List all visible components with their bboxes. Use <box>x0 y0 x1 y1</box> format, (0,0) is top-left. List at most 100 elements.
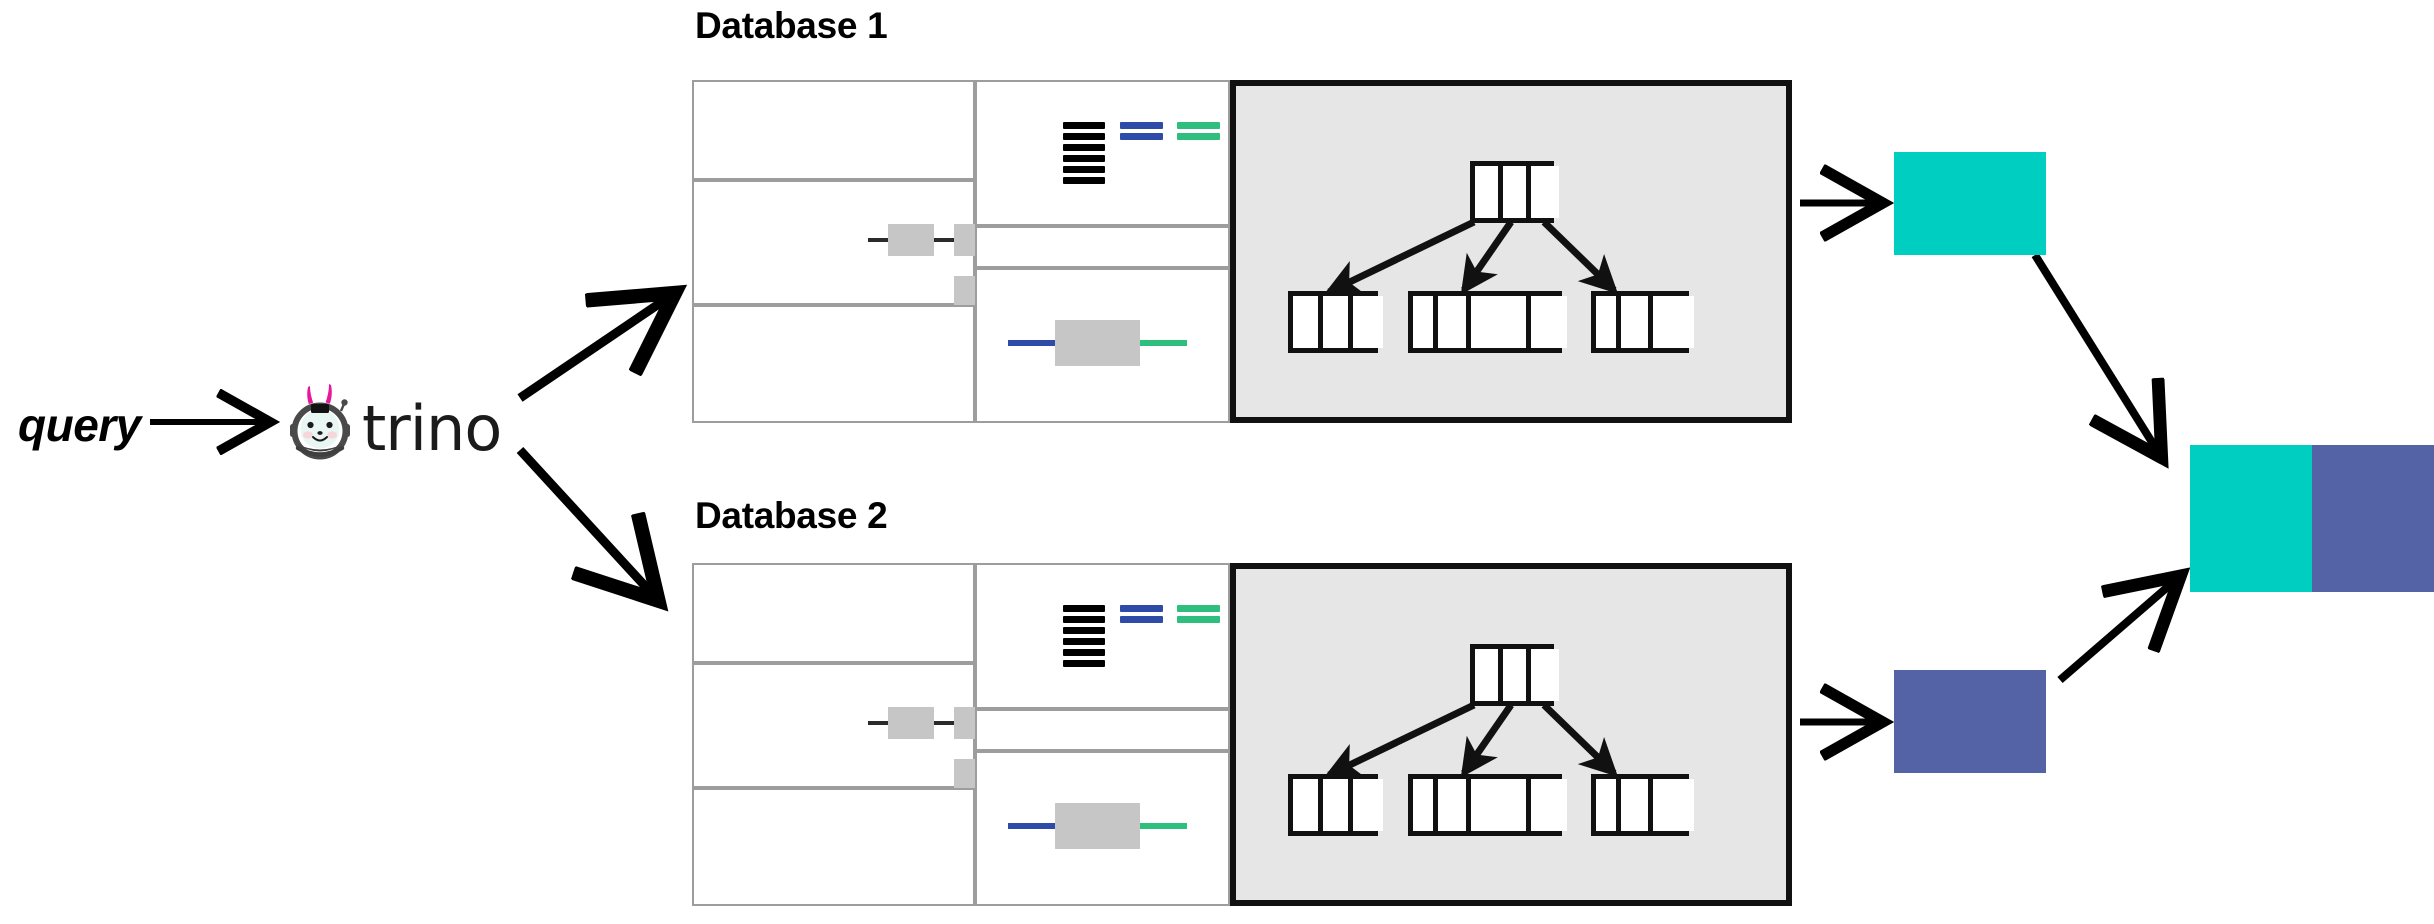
db2-btree-leaf3-cell-2 <box>1621 779 1653 831</box>
db1-btree-leaf2-cell-1 <box>1413 296 1438 348</box>
db1-text-line-black-1 <box>1063 122 1105 129</box>
db1-btree-leaf2-cell-2 <box>1438 296 1471 348</box>
database-1-title: Database 1 <box>695 5 888 46</box>
db2-result-block <box>1894 670 2046 773</box>
db1-btree-leaf3-cell-1 <box>1596 296 1621 348</box>
db1-pipeline-box <box>1055 320 1140 366</box>
db1-text-line-black-2 <box>1063 133 1105 140</box>
db1-btree-leaf2-cell-3 <box>1471 296 1531 348</box>
database-2-panel <box>692 563 1792 908</box>
db1-btree-leaf3-cell-3 <box>1653 296 1694 348</box>
arrow-trino-to-db2 <box>516 446 656 598</box>
arrow-result1-to-final <box>2031 252 2160 455</box>
db1-plan-graph-row <box>692 180 1128 308</box>
db1-result-block <box>1894 152 2046 255</box>
db2-btree-leaf2-cell-1 <box>1413 779 1438 831</box>
db1-btree-leaf3-cell-2 <box>1621 296 1653 348</box>
db1-text-line-blue-2 <box>1120 133 1163 140</box>
combined-result-block <box>2190 445 2434 592</box>
db2-text-line-black-5 <box>1063 649 1105 656</box>
db1-btree-root-cell-1 <box>1475 166 1503 218</box>
combined-result-right-half <box>2312 445 2434 592</box>
db1-plan-edge-1 <box>934 238 954 242</box>
db2-pipeline-out-line <box>1140 823 1187 829</box>
db2-btree-arrows <box>1323 701 1619 779</box>
db2-btree-leaf1-cell-1 <box>1293 779 1323 831</box>
db2-btree-leaf1-cell-2 <box>1323 779 1353 831</box>
db2-plan-graph-row <box>692 663 1128 791</box>
db2-client-column <box>692 563 1128 906</box>
db1-btree-root <box>1470 161 1559 223</box>
trino-bunny-logo <box>283 378 359 464</box>
combined-result-left-half <box>2190 445 2312 592</box>
db2-btree-leaf3-cell-1 <box>1596 779 1621 831</box>
db1-btree-arrows <box>1323 218 1619 296</box>
db1-parser-column <box>975 80 1230 423</box>
db2-text-line-black-3 <box>1063 627 1105 634</box>
db2-btree-leaf-1 <box>1288 774 1383 836</box>
db1-btree-leaf1-cell-2 <box>1323 296 1353 348</box>
db1-text-line-black-4 <box>1063 155 1105 162</box>
query-label: query <box>18 399 141 451</box>
db1-pipeline-in-line <box>1008 340 1055 346</box>
db1-btree-leaf-3 <box>1591 291 1694 353</box>
db2-parser-column <box>975 563 1230 906</box>
db2-btree-leaf2-cell-2 <box>1438 779 1471 831</box>
db1-btree-root-cell-3 <box>1531 166 1559 218</box>
db2-btree-root-cell-2 <box>1503 649 1531 701</box>
db2-btree-root <box>1470 644 1559 706</box>
db1-sql-text-row <box>975 80 1230 226</box>
db1-parser-row-2 <box>975 226 1230 268</box>
db2-btree-root-cell-1 <box>1475 649 1503 701</box>
db2-text-line-black-2 <box>1063 616 1105 623</box>
db1-plan-edge-0 <box>868 238 888 242</box>
db1-client-column <box>692 80 1128 423</box>
db2-btree-leaf2-cell-3 <box>1471 779 1531 831</box>
database-2-title: Database 2 <box>695 495 888 536</box>
db2-sql-text-row <box>975 563 1230 709</box>
db2-text-line-green-1 <box>1177 605 1220 612</box>
db1-pipeline-out-line <box>1140 340 1187 346</box>
db1-plan-node-1 <box>888 224 934 256</box>
db1-client-row-3 <box>692 305 975 423</box>
db2-pipeline-box <box>1055 803 1140 849</box>
trino-wordmark: trino <box>362 392 502 465</box>
db2-btree-leaf2-cell-4 <box>1531 779 1567 831</box>
db1-text-line-black-6 <box>1063 177 1105 184</box>
db2-btree-leaf-3 <box>1591 774 1694 836</box>
db2-text-line-black-1 <box>1063 605 1105 612</box>
db2-text-line-blue-1 <box>1120 605 1163 612</box>
db1-btree-leaf2-cell-4 <box>1531 296 1567 348</box>
db1-btree-leaf1-cell-1 <box>1293 296 1323 348</box>
db1-text-line-green-1 <box>1177 122 1220 129</box>
db1-text-line-green-2 <box>1177 133 1220 140</box>
db2-client-row-3 <box>692 788 975 906</box>
db1-text-line-black-5 <box>1063 166 1105 173</box>
db1-btree-leaf-1 <box>1288 291 1383 353</box>
database-1-panel <box>692 80 1792 425</box>
db1-pipeline-row <box>975 268 1230 423</box>
db2-plan-node-1 <box>888 707 934 739</box>
db1-text-line-black-3 <box>1063 144 1105 151</box>
db2-storage-panel <box>1230 563 1792 906</box>
db2-plan-edge-0 <box>868 721 888 725</box>
db2-pipeline-in-line <box>1008 823 1055 829</box>
db1-btree-root-cell-2 <box>1503 166 1531 218</box>
db2-text-line-black-4 <box>1063 638 1105 645</box>
arrow-trino-to-db1 <box>517 295 672 402</box>
db2-btree-leaf1-cell-3 <box>1353 779 1383 831</box>
db2-parser-row-2 <box>975 709 1230 751</box>
db2-plan-edge-1 <box>934 721 954 725</box>
db2-client-row-1 <box>692 563 975 663</box>
db2-text-line-green-2 <box>1177 616 1220 623</box>
db2-btree-leaf3-cell-3 <box>1653 779 1694 831</box>
db1-client-row-1 <box>692 80 975 180</box>
db2-btree-leaf-2 <box>1408 774 1567 836</box>
db2-text-line-blue-2 <box>1120 616 1163 623</box>
db1-btree-leaf-2 <box>1408 291 1567 353</box>
db1-text-line-blue-1 <box>1120 122 1163 129</box>
db2-text-line-black-6 <box>1063 660 1105 667</box>
db2-pipeline-row <box>975 751 1230 906</box>
db2-btree-root-cell-3 <box>1531 649 1559 701</box>
